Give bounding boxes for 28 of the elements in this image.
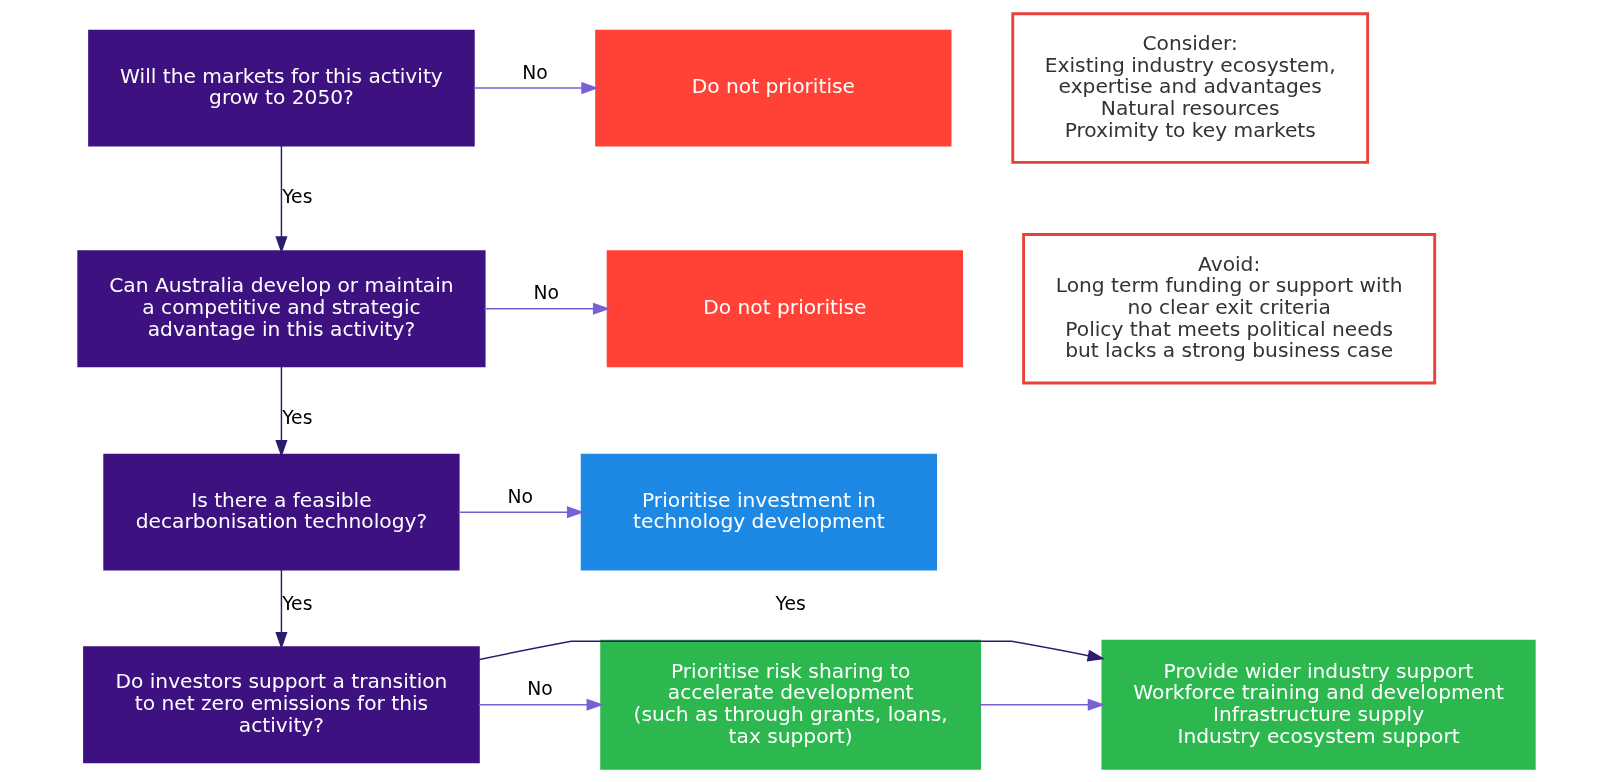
arrow xyxy=(477,640,1105,662)
edge-label: Yes xyxy=(775,593,806,615)
arrow xyxy=(275,568,288,650)
arrow xyxy=(275,144,288,254)
node-box: Do not prioritise xyxy=(595,29,952,147)
node-box: Can Australia develop or maintain a competitive and strategic advantage in this activity? xyxy=(77,250,486,368)
edge-label: Yes xyxy=(282,593,313,615)
arrow xyxy=(477,698,604,711)
node-box: Prioritise investment in technology development xyxy=(580,453,938,571)
edge-label: No xyxy=(522,61,548,83)
arrow xyxy=(483,302,611,315)
node-box: Is there a feasible decarbonisation technology? xyxy=(103,453,460,571)
node-box: Do investors support a transition to net zero emissions for this activity? xyxy=(83,646,480,764)
node-box: Do not prioritise xyxy=(606,250,963,368)
edge-label: No xyxy=(533,282,559,304)
node-box: Prioritise risk sharing to accelerate development (such as through grants, loans, tax support) xyxy=(600,639,982,770)
node-box: Avoid: Long term funding or support with no clear exit criteria Policy that meets political needs but lacks a strong business case xyxy=(1022,233,1437,385)
edge-label: Yes xyxy=(282,186,313,208)
node-box: Consider: Existing industry ecosystem, expertise and advantages Natural resources Proximity to key markets xyxy=(1011,12,1370,164)
node-box: Will the markets for this activity grow to 2050? xyxy=(88,29,475,147)
arrow xyxy=(473,82,599,95)
edge-label: No xyxy=(507,485,533,507)
edge-label: No xyxy=(527,678,553,700)
arrow xyxy=(979,698,1106,711)
arrow xyxy=(457,506,585,519)
node-box: Provide wider industry support Workforce training and development Infrastructure supply Industry ecosystem support xyxy=(1101,639,1536,770)
edge-label: Yes xyxy=(282,407,313,429)
arrow xyxy=(275,365,288,458)
